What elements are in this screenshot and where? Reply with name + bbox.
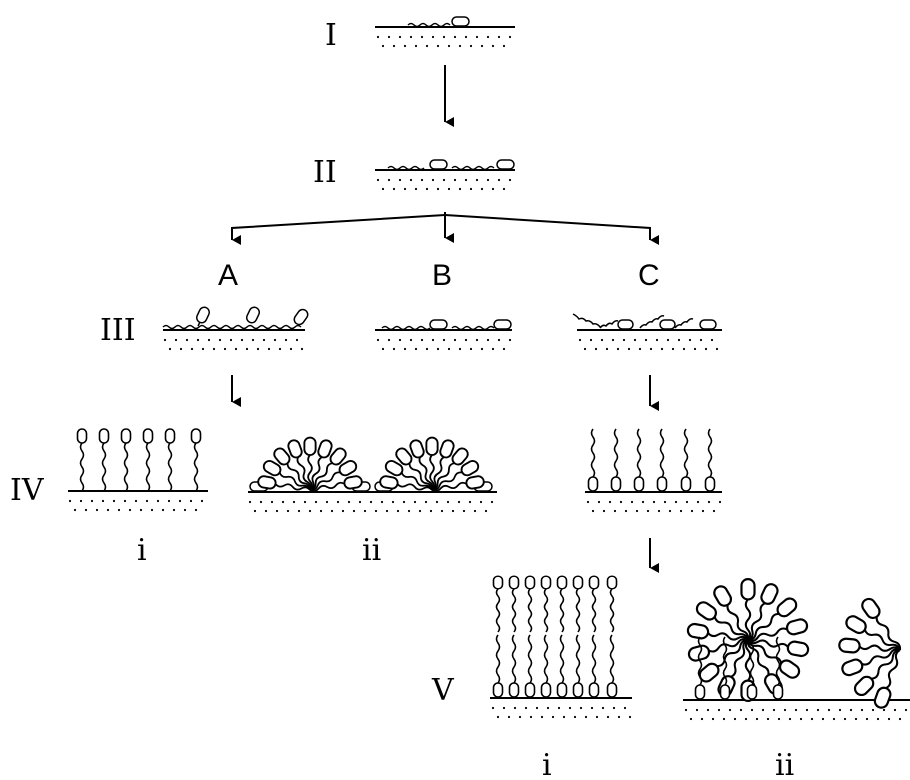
- branch-line-right: [444, 214, 659, 245]
- substrate-dots: [376, 178, 512, 191]
- stage-label-I: I: [325, 18, 337, 53]
- surface-stage-III-B: [375, 319, 512, 351]
- stage-label-V: V: [431, 673, 455, 708]
- stage-label-II: II: [313, 155, 337, 190]
- sublabel-iv-i: i: [137, 533, 147, 568]
- substrate-dots: [68, 499, 204, 512]
- substrate-dots: [376, 338, 512, 351]
- hemimicelle: [378, 436, 486, 497]
- stage-label-III: III: [100, 313, 136, 348]
- stage-label-IV: IV: [10, 473, 45, 508]
- substrate-dots: [163, 338, 304, 351]
- sublabel-v-i: i: [542, 748, 552, 780]
- surface-stage-IV-i: [68, 428, 208, 512]
- substrate-dots: [586, 500, 722, 513]
- branch-label-B: B: [432, 259, 452, 292]
- branch-label-C: C: [638, 259, 660, 292]
- surface-stage-IV-ii: [248, 436, 497, 513]
- substrate-dots: [684, 708, 908, 721]
- surface-stage-V-ii: [683, 578, 910, 721]
- surface-stage-II: [375, 159, 515, 191]
- substrate-dots: [578, 338, 719, 351]
- substrate-dots: [491, 706, 632, 719]
- hemimicelle: [256, 436, 364, 497]
- surface-stage-III-C: [572, 313, 722, 351]
- surface-stage-V-i: [490, 575, 632, 719]
- branch-line-left: [231, 214, 446, 245]
- flow-arrows: [231, 65, 659, 573]
- surface-stage-I: [375, 16, 515, 48]
- branch-label-A: A: [218, 259, 238, 292]
- surface-stage-III-A: [162, 306, 309, 351]
- substrate-dots: [376, 35, 512, 48]
- sublabel-iv-ii: ii: [362, 533, 381, 568]
- surface-stage-IV-C: [585, 428, 722, 513]
- substrate-dots: [248, 500, 494, 513]
- sublabel-v-ii: ii: [775, 748, 794, 780]
